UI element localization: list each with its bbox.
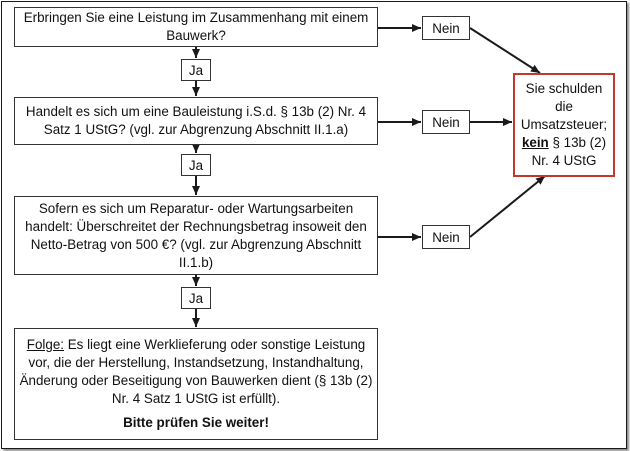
outcome-kein: kein	[521, 135, 549, 150]
result-body: Es liegt eine Werklieferung oder sonstig…	[19, 337, 373, 406]
result-text: Folge: Es liegt eine Werklieferung oder …	[15, 336, 377, 408]
question-box-3: Sofern es sich um Reparatur- oder Wartun…	[14, 196, 378, 275]
result-bold-note: Bitte prüfen Sie weiter!	[123, 415, 269, 430]
arrow-nein3-to-outcome	[469, 175, 546, 238]
question-1-text: Erbringen Sie eine Leistung im Zusammenh…	[23, 10, 369, 43]
yes-label-3: Ja	[181, 287, 211, 309]
yes-label-1: Ja	[181, 59, 211, 81]
outcome-text: Sie schulden die Umsatzsteuer; kein § 13b…	[519, 80, 609, 170]
no-label-1-text: Nein	[432, 20, 460, 36]
question-box-1: Erbringen Sie eine Leistung im Zusammenh…	[14, 7, 378, 47]
question-box-2: Handelt es sich um eine Bauleistung i.S.…	[14, 97, 378, 145]
no-label-3: Nein	[422, 225, 470, 249]
yes-label-2-text: Ja	[188, 157, 204, 173]
result-lead: Folge:	[26, 337, 64, 352]
outcome-box: Sie schulden die Umsatzsteuer; kein § 13b…	[513, 73, 615, 177]
no-label-3-text: Nein	[432, 229, 460, 245]
yes-label-3-text: Ja	[188, 290, 204, 306]
yes-label-1-text: Ja	[188, 62, 204, 78]
outcome-pre: Sie schulden die Umsatzsteuer;	[520, 81, 608, 132]
yes-label-2: Ja	[181, 154, 211, 176]
result-box: Folge: Es liegt eine Werklieferung oder …	[14, 328, 378, 440]
no-label-2-text: Nein	[432, 114, 460, 130]
arrow-nein1-to-outcome	[469, 27, 541, 74]
question-3-text: Sofern es sich um Reparatur- oder Wartun…	[25, 200, 367, 270]
no-label-2: Nein	[422, 110, 470, 134]
no-label-1: Nein	[422, 16, 470, 40]
outcome-post: § 13b (2) Nr. 4 UStG	[531, 135, 607, 168]
question-2-text: Handelt es sich um eine Bauleistung i.S.…	[25, 104, 367, 137]
